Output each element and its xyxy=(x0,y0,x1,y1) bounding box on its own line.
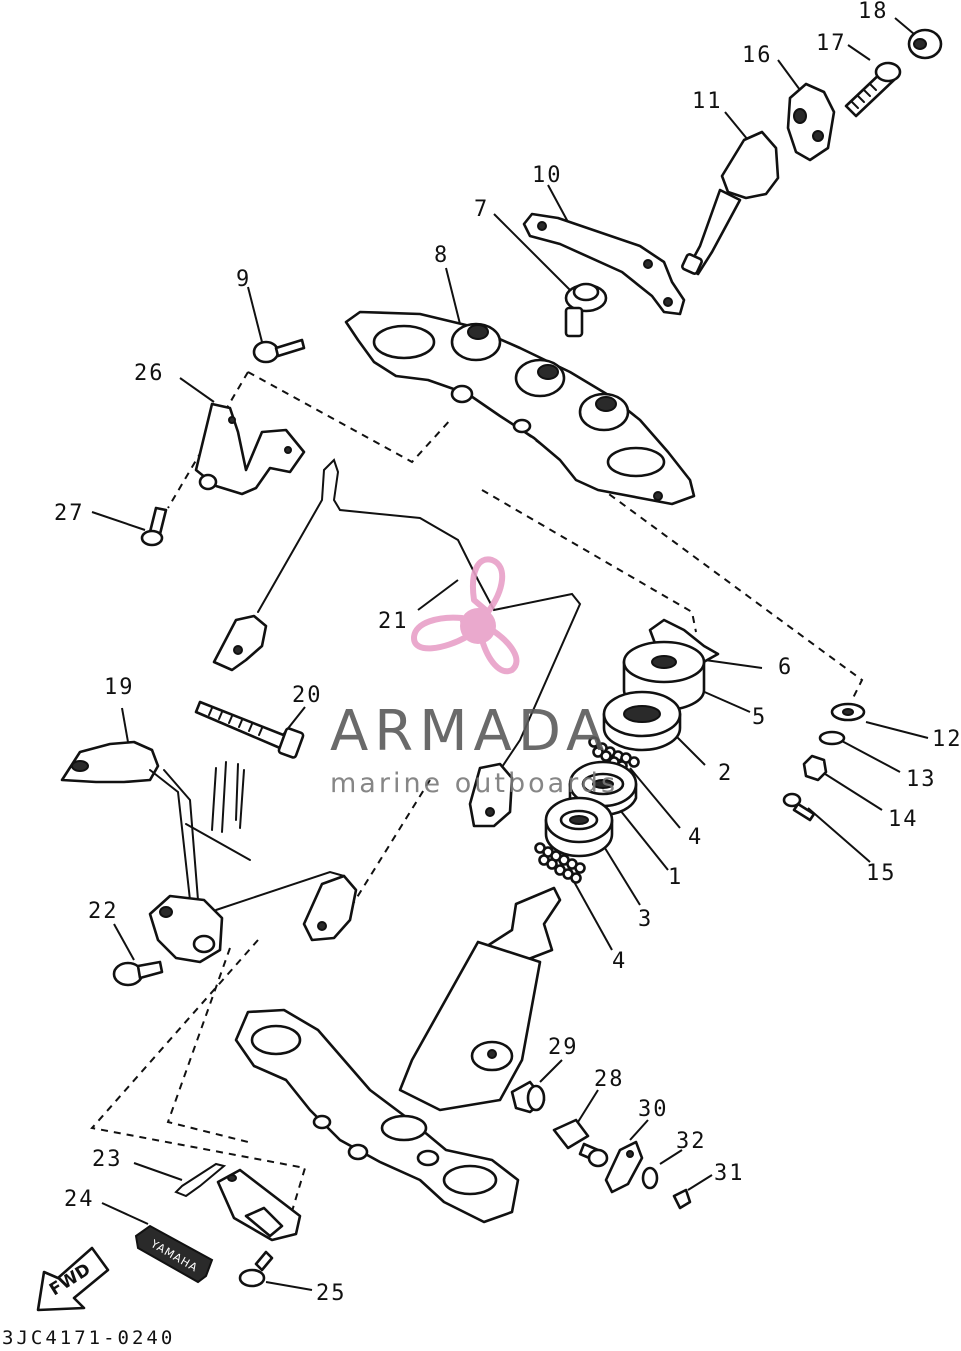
callout-7: 7 xyxy=(474,197,489,222)
part-22-bolt xyxy=(112,960,164,987)
part-12-washer xyxy=(830,702,866,722)
part-15-screw xyxy=(782,792,816,822)
part-9-bolt xyxy=(252,338,306,364)
part-1-bearing-race xyxy=(568,760,638,816)
callout-4-upper: 4 xyxy=(688,825,703,850)
part-29-bushing xyxy=(510,1080,546,1114)
callout-28: 28 xyxy=(594,1067,625,1092)
part-11-tiller-mount xyxy=(681,130,780,276)
callout-15: 15 xyxy=(866,861,897,886)
propeller-icon xyxy=(411,556,520,675)
part-16-bracket xyxy=(786,82,836,162)
part-8-upper-bracket xyxy=(344,310,696,506)
callout-numbers: 18 17 16 11 10 7 8 9 26 27 21 6 5 12 2 1… xyxy=(54,0,961,1306)
callout-19: 19 xyxy=(104,675,135,700)
callout-13: 13 xyxy=(906,767,937,792)
callout-6: 6 xyxy=(778,655,793,680)
part-25-screw xyxy=(238,1250,274,1288)
brand-tagline: marine outboards xyxy=(330,768,618,799)
callout-26: 26 xyxy=(134,361,165,386)
callout-29: 29 xyxy=(548,1035,579,1060)
part-27-bolt xyxy=(140,506,168,547)
part-28-pin xyxy=(552,1118,609,1168)
part-24-name-plate: YAMAHA xyxy=(134,1224,214,1284)
callout-17: 17 xyxy=(816,31,847,56)
part-name-plate-holder xyxy=(216,1168,302,1242)
callout-23: 23 xyxy=(92,1147,123,1172)
callout-5: 5 xyxy=(752,705,767,730)
part-26-bracket xyxy=(194,402,306,496)
callout-16: 16 xyxy=(742,43,773,68)
part-30-plate xyxy=(604,1140,644,1194)
callout-2: 2 xyxy=(718,761,733,786)
diagram-code: 3JC4171-0240 xyxy=(2,1327,175,1349)
callout-12: 12 xyxy=(932,727,961,752)
callout-21: 21 xyxy=(378,609,409,634)
part-14-nut xyxy=(802,754,828,782)
part-23-clip xyxy=(174,1162,227,1198)
brand-name: ARMADA xyxy=(330,699,610,764)
callout-4-lower: 4 xyxy=(612,949,627,974)
part-2-bearing-ring xyxy=(602,690,682,752)
part-20-cable-tie xyxy=(194,700,305,759)
part-31-screw xyxy=(672,1188,692,1210)
callout-14: 14 xyxy=(888,807,919,832)
callout-24: 24 xyxy=(64,1187,95,1212)
callout-25: 25 xyxy=(316,1281,347,1306)
part-17-bolt xyxy=(844,61,902,118)
part-19-lever-assembly xyxy=(60,740,358,964)
callout-20: 20 xyxy=(292,683,323,708)
part-32-washer xyxy=(641,1166,659,1190)
fwd-arrow-icon: FWD xyxy=(36,1246,110,1312)
armada-logo: ARMADA marine outboards xyxy=(330,556,618,799)
callout-10: 10 xyxy=(532,163,563,188)
callout-1: 1 xyxy=(668,865,683,890)
part-steering-column xyxy=(234,886,562,1224)
part-3-bearing-race xyxy=(544,796,614,858)
callout-8: 8 xyxy=(434,243,449,268)
part-13-washer xyxy=(818,730,846,746)
callout-3: 3 xyxy=(638,907,653,932)
callout-11: 11 xyxy=(692,89,723,114)
part-4-balls-lower xyxy=(534,842,586,884)
callout-22: 22 xyxy=(88,899,119,924)
part-7-bolt xyxy=(564,282,608,338)
callout-18: 18 xyxy=(858,0,889,24)
callout-30: 30 xyxy=(638,1097,669,1122)
callout-32: 32 xyxy=(676,1129,707,1154)
callout-31: 31 xyxy=(714,1161,745,1186)
part-10-plate xyxy=(522,212,686,316)
callout-9: 9 xyxy=(236,267,251,292)
callout-27: 27 xyxy=(54,501,85,526)
part-21-throttle-rod xyxy=(212,458,582,828)
part-18-cap-nut xyxy=(907,28,943,60)
